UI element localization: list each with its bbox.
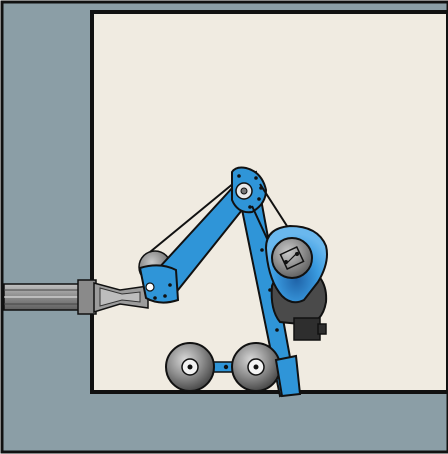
front-wheel bbox=[165, 342, 215, 392]
lower-arm bbox=[138, 184, 252, 304]
belt-lower-a bbox=[149, 177, 241, 253]
rear-wheel bbox=[231, 342, 281, 392]
blue-pulley-motor bbox=[264, 224, 328, 304]
mast-foot bbox=[274, 354, 302, 398]
feed-piston bbox=[3, 279, 149, 315]
elbow-hub bbox=[231, 166, 268, 214]
